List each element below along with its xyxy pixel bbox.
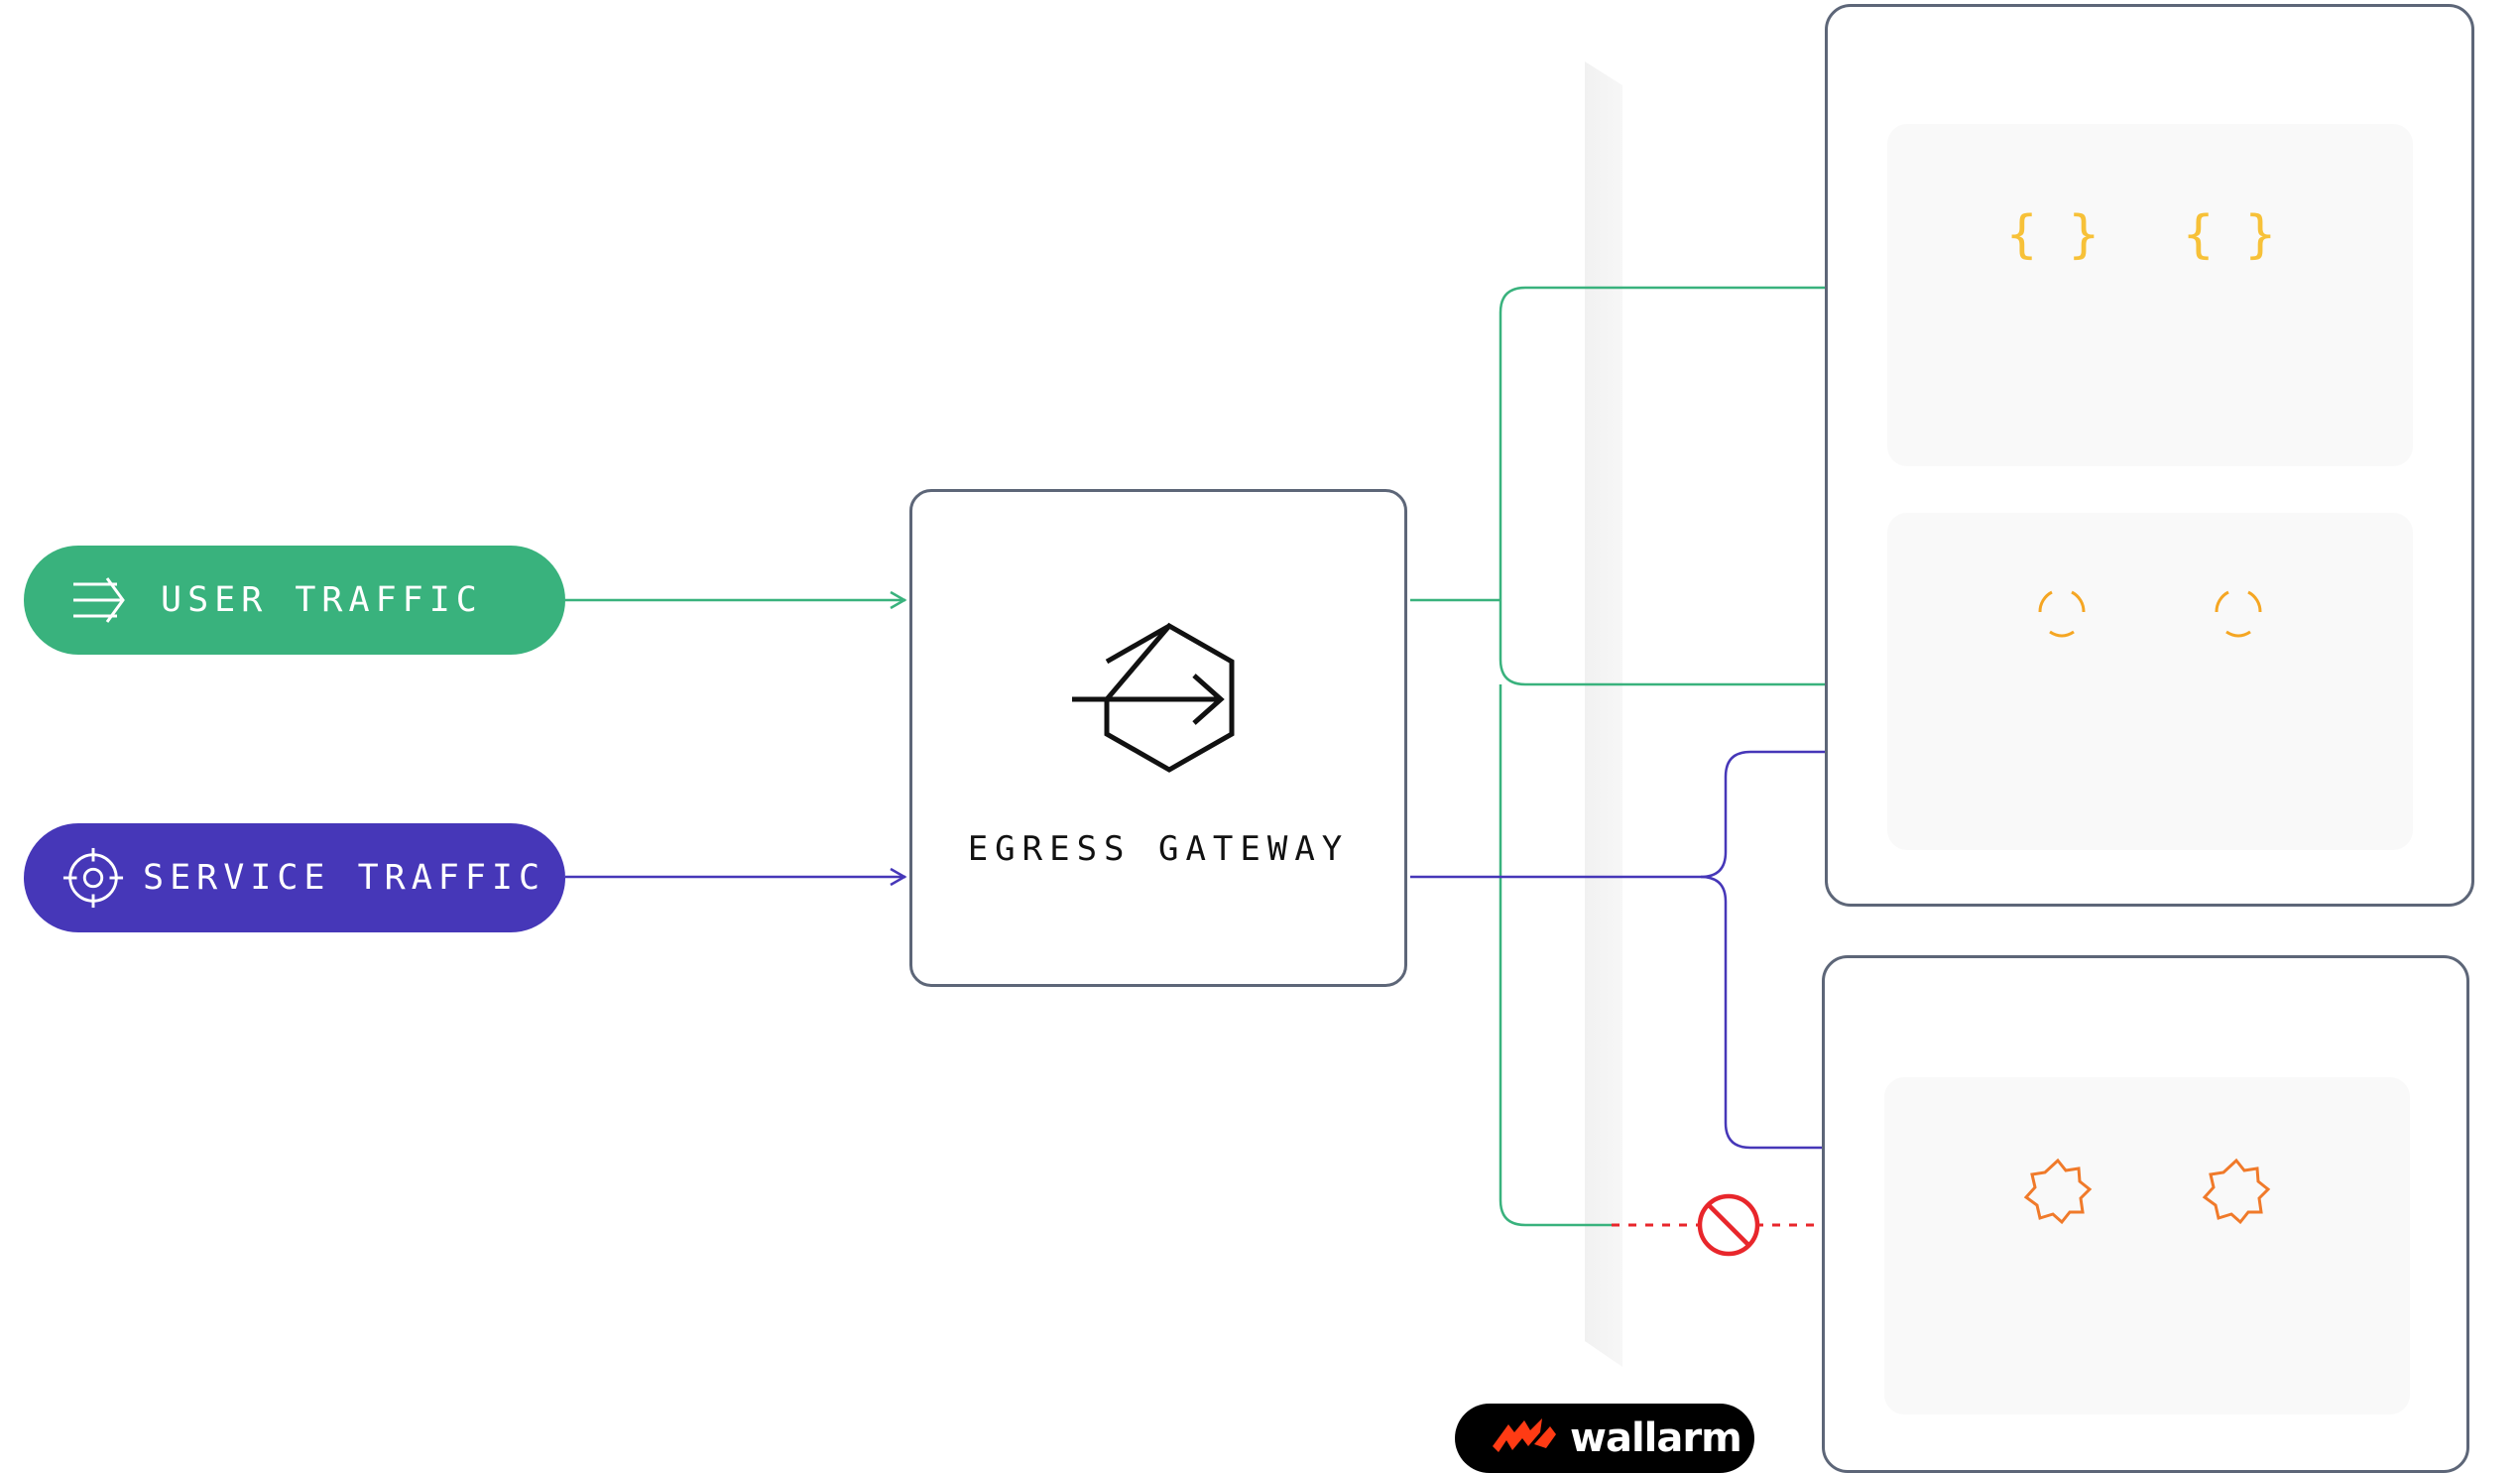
face-icon (2030, 582, 2094, 650)
gear-badge-icon (2023, 1157, 2093, 1230)
api-brace-glyph-1: { } (2006, 205, 2100, 265)
brand-name: wallarm (1570, 1415, 1742, 1461)
service-traffic-pill: SERVICE TRAFFIC (24, 823, 565, 932)
internal-services-card (1884, 1077, 2410, 1414)
gear-badge-icon (2202, 1157, 2271, 1230)
service-traffic-branches (1410, 742, 1889, 1158)
egress-gateway-node: EGRESS GATEWAY (909, 489, 1407, 987)
user-traffic-pill: USER TRAFFIC (24, 546, 565, 655)
internal-services-panel (1822, 955, 2469, 1473)
gateway-title: EGRESS GATEWAY (967, 829, 1350, 869)
api-brace-glyph-2: { } (2183, 205, 2276, 265)
middle-destination-card (1887, 513, 2413, 850)
external-destinations-panel: { } { } (1825, 4, 2474, 907)
no-entry-icon (1697, 1193, 1760, 1257)
user-traffic-link (565, 590, 907, 610)
service-traffic-label: SERVICE TRAFFIC (143, 858, 546, 898)
user-traffic-label: USER TRAFFIC (161, 580, 483, 620)
arrows-right-icon (67, 568, 131, 632)
exit-hexagon-icon (1067, 621, 1256, 790)
firewall-wall (1585, 61, 1622, 1367)
service-traffic-link (565, 867, 907, 887)
wallarm-badge: wallarm (1455, 1404, 1754, 1473)
wallarm-logo-icon (1491, 1416, 1560, 1460)
crosshair-icon (61, 846, 125, 910)
third-party-api-card: { } { } (1887, 124, 2413, 466)
face-icon (2207, 582, 2270, 650)
